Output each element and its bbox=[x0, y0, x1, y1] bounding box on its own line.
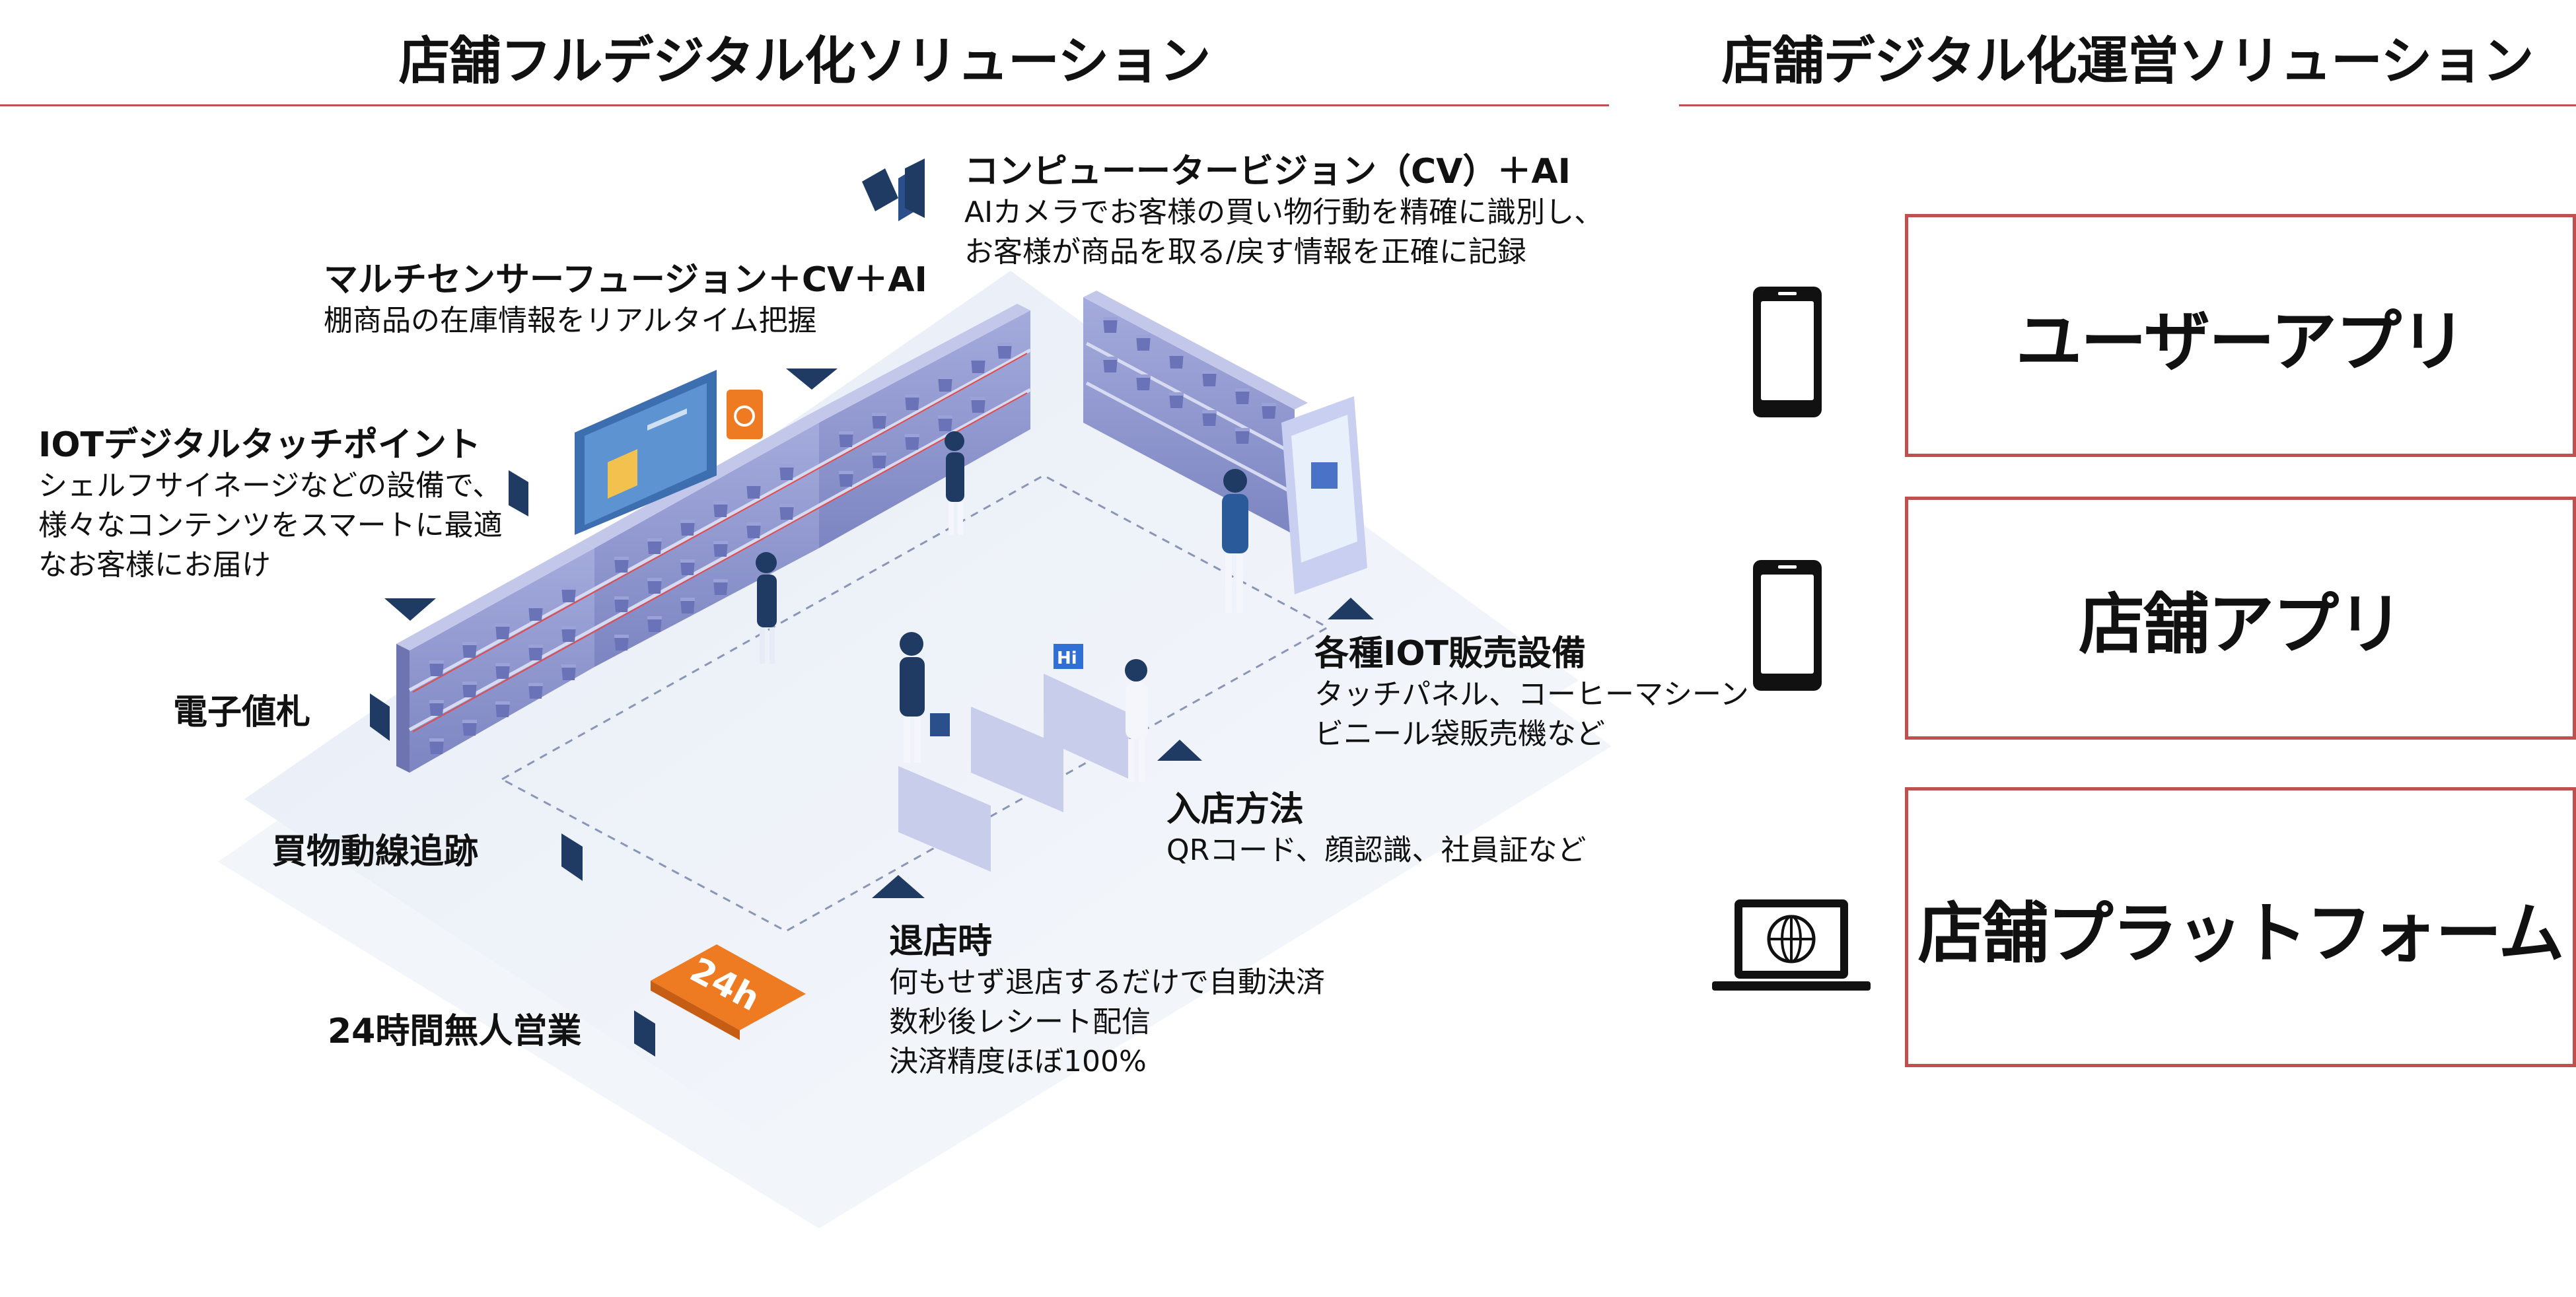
sensor-fusion-label: マルチセンサーフュージョン＋CV＋AI 棚商品の在庫情報をリアルタイム把握 bbox=[324, 259, 927, 341]
user-app-label: ユーザーアプリ bbox=[2016, 302, 2466, 380]
iot-touchpoint-label: IOTデジタルタッチポイント シェルフサイネージなどの設備で、 様々なコンテンツ… bbox=[38, 424, 503, 585]
store-illustration: Hi 24h bbox=[218, 158, 1612, 1228]
cv-ai-desc-2: お客様が商品を取る/戻す情報を正確に記録 bbox=[964, 235, 1526, 269]
left-heading: 店舗フルデジタル化ソリューション bbox=[398, 32, 1211, 91]
entry-method-title: 入店方法 bbox=[1166, 790, 1305, 829]
store-platform-label: 店舗プラットフォーム bbox=[1917, 894, 2565, 972]
exit-desc-2: 数秒後レシート配信 bbox=[889, 1005, 1151, 1039]
right-heading: 店舗デジタル化運営ソリューション bbox=[1721, 32, 2534, 91]
unmanned-label: 24時間無人営業 bbox=[328, 1012, 582, 1051]
iot-sales-desc-1: タッチパネル、コーヒーマシーン bbox=[1314, 678, 1749, 711]
left-heading-divider bbox=[0, 104, 1609, 106]
user-app-box[interactable]: ユーザーアプリ bbox=[1905, 214, 2576, 457]
iot-touchpoint-title: IOTデジタルタッチポイント bbox=[38, 425, 481, 465]
24h-badge: 24h bbox=[651, 944, 806, 1040]
touch-kiosk bbox=[1281, 396, 1367, 594]
entry-gates: Hi bbox=[898, 644, 1129, 872]
exit-desc-3: 決済精度ほぼ100% bbox=[889, 1045, 1147, 1078]
store-app-label: 店舗アプリ bbox=[2079, 585, 2404, 663]
tracking-label: 買物動線追跡 bbox=[272, 832, 479, 872]
entry-method-desc: QRコード、顔認識、社員証など bbox=[1166, 833, 1587, 867]
pointer-arrows bbox=[370, 158, 1374, 1057]
sensor-fusion-desc: 棚商品の在庫情報をリアルタイム把握 bbox=[324, 304, 817, 337]
laptop-globe-icon bbox=[1712, 899, 1871, 991]
iot-sales-title: 各種IOT販売設備 bbox=[1314, 634, 1587, 674]
store-app-box[interactable]: 店舗アプリ bbox=[1905, 497, 2576, 740]
esl-label: 電子値札 bbox=[173, 693, 311, 732]
exit-desc-1: 何もせず退店するだけで自動決済 bbox=[889, 965, 1325, 999]
store-platform-box[interactable]: 店舗プラットフォーム bbox=[1905, 787, 2576, 1067]
walking-path bbox=[499, 474, 1330, 932]
right-heading-divider bbox=[1679, 104, 2576, 106]
sensor-fusion-title: マルチセンサーフュージョン＋CV＋AI bbox=[324, 260, 927, 300]
left-shelf-unit bbox=[396, 304, 1032, 773]
iot-touchpoint-desc-2: 様々なコンテンツをスマートに最適 bbox=[38, 508, 503, 542]
cv-ai-desc-1: AIカメラでお客様の買い物行動を精確に識別し、 bbox=[964, 195, 1604, 229]
exit-label: 退店時 何もせず退店するだけで自動決済 数秒後レシート配信 決済精度ほぼ100% bbox=[889, 921, 1325, 1082]
iot-touchpoint-desc-1: シェルフサイネージなどの設備で、 bbox=[38, 469, 502, 503]
iot-touchpoint-desc-3: なお客様にお届け bbox=[38, 548, 271, 582]
entry-method-label: 入店方法 QRコード、顔認識、社員証など bbox=[1166, 789, 1586, 870]
iot-sales-label: 各種IOT販売設備 タッチパネル、コーヒーマシーン ビニール袋販売機など bbox=[1314, 633, 1749, 754]
speech-bubble-text: Hi bbox=[1057, 648, 1077, 668]
exit-title: 退店時 bbox=[889, 922, 993, 962]
smartphone-icon bbox=[1753, 287, 1822, 417]
cv-ai-label: コンピューータービジョン（CV）＋AI AIカメラでお客様の買い物行動を精確に識… bbox=[964, 151, 1603, 272]
shoppers bbox=[756, 431, 1248, 782]
cv-ai-title: コンピューータービジョン（CV）＋AI bbox=[964, 152, 1571, 192]
iot-sales-desc-2: ビニール袋販売機など bbox=[1314, 717, 1605, 751]
smartphone-icon bbox=[1753, 560, 1822, 691]
signage-screen bbox=[575, 370, 763, 535]
